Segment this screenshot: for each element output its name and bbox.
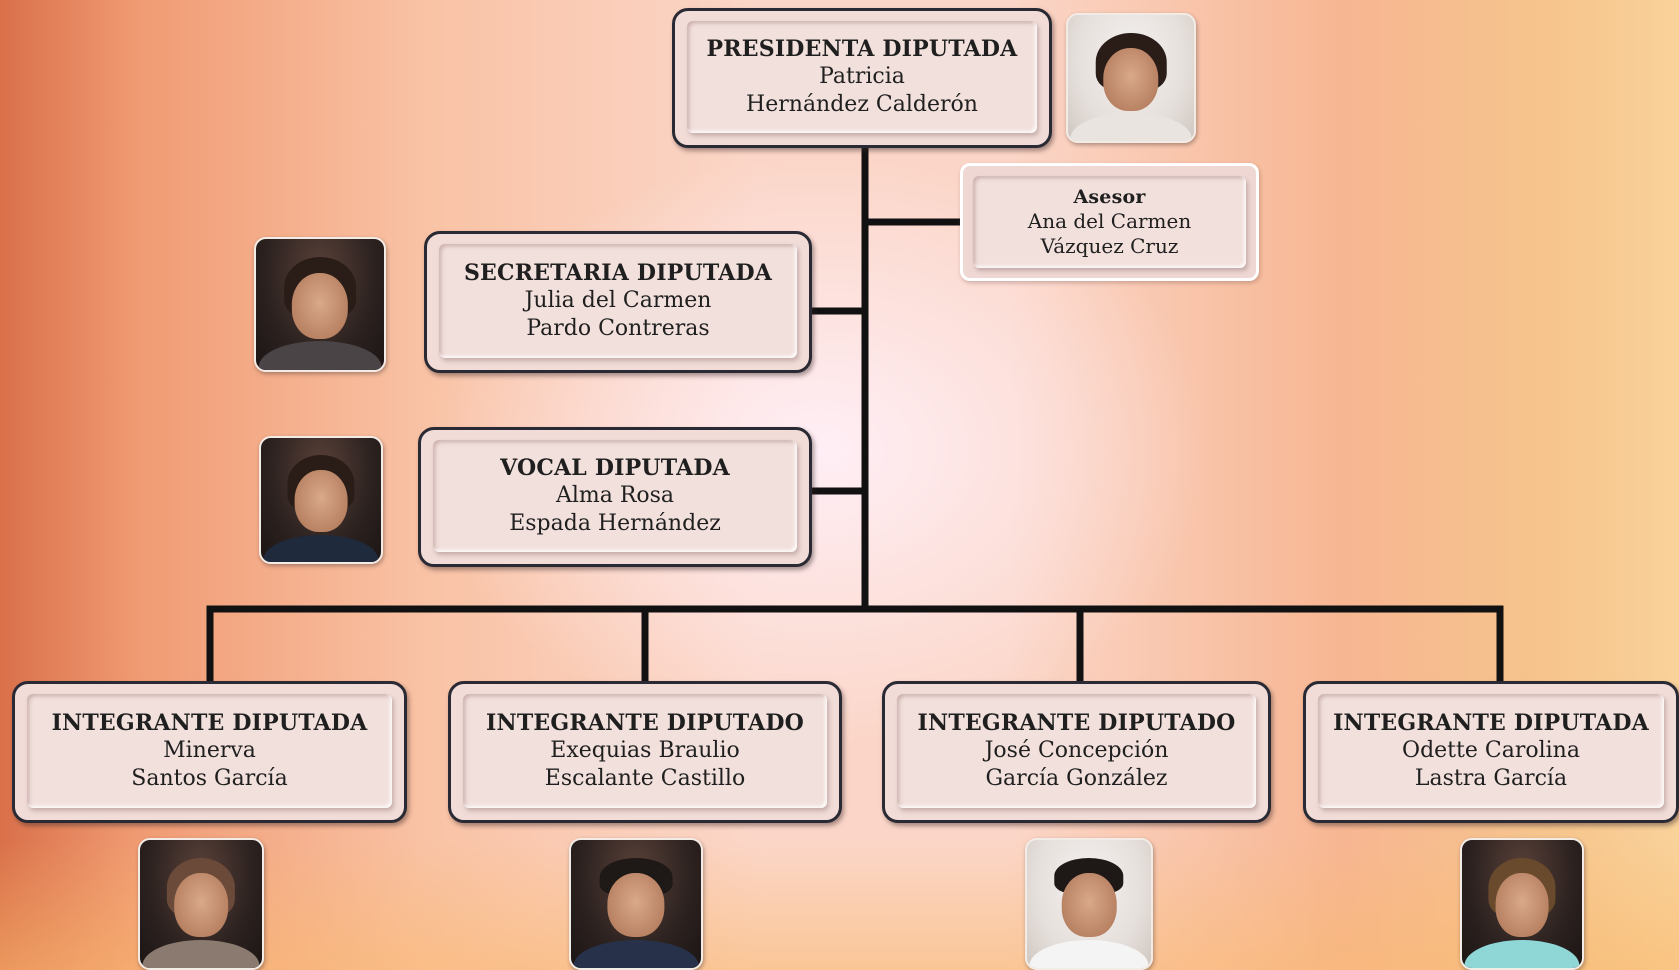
advisor-name-line2: Vázquez Cruz — [1040, 234, 1179, 258]
member-photo — [1025, 838, 1153, 970]
president-name-line2: Hernández Calderón — [746, 92, 978, 117]
member-name-line1: Minerva — [163, 738, 256, 763]
advisor-role: Asesor — [1073, 186, 1146, 208]
member-name-line2: Escalante Castillo — [544, 766, 746, 791]
vocal-name-line2: Espada Hernández — [509, 511, 721, 536]
secretary-role: SECRETARIA DIPUTADA — [463, 260, 773, 286]
president-photo — [1066, 13, 1196, 143]
member-photo — [138, 838, 264, 970]
secretary-name-line2: Pardo Contreras — [526, 316, 710, 341]
president-role: PRESIDENTA DIPUTADA — [706, 36, 1018, 62]
member-name-line1: Odette Carolina — [1402, 738, 1580, 763]
member-photo — [569, 838, 703, 970]
member-role: INTEGRANTE DIPUTADO — [486, 710, 804, 736]
bottom-band — [0, 840, 1679, 970]
secretary-photo — [254, 237, 386, 372]
member-role: INTEGRANTE DIPUTADA — [51, 710, 368, 736]
member-name-line2: Santos García — [131, 766, 288, 791]
member-role: INTEGRANTE DIPUTADO — [917, 710, 1236, 736]
member-name-line2: García González — [985, 766, 1168, 791]
vocal-box: VOCAL DIPUTADA Alma Rosa Espada Hernánde… — [418, 427, 812, 567]
member-box: INTEGRANTE DIPUTADA Odette Carolina Last… — [1303, 681, 1679, 823]
secretary-name-line1: Julia del Carmen — [524, 288, 712, 313]
president-box: PRESIDENTA DIPUTADA Patricia Hernández C… — [672, 8, 1052, 148]
member-photo — [1460, 838, 1584, 970]
vocal-photo — [259, 436, 383, 564]
member-box: INTEGRANTE DIPUTADA Minerva Santos Garcí… — [12, 681, 407, 823]
member-box: INTEGRANTE DIPUTADO José Concepción Garc… — [882, 681, 1271, 823]
member-role: INTEGRANTE DIPUTADA — [1333, 710, 1649, 736]
vocal-name-line1: Alma Rosa — [555, 483, 675, 508]
president-name-line1: Patricia — [819, 64, 905, 89]
secretary-box: SECRETARIA DIPUTADA Julia del Carmen Par… — [424, 231, 812, 373]
member-box: INTEGRANTE DIPUTADO Exequias Braulio Esc… — [448, 681, 842, 823]
vocal-role: VOCAL DIPUTADA — [500, 455, 730, 481]
advisor-box: Asesor Ana del Carmen Vázquez Cruz — [960, 163, 1259, 281]
advisor-name-line1: Ana del Carmen — [1027, 209, 1192, 233]
member-name-line2: Lastra García — [1414, 766, 1568, 791]
member-name-line1: José Concepción — [984, 738, 1169, 763]
member-name-line1: Exequias Braulio — [550, 738, 740, 763]
